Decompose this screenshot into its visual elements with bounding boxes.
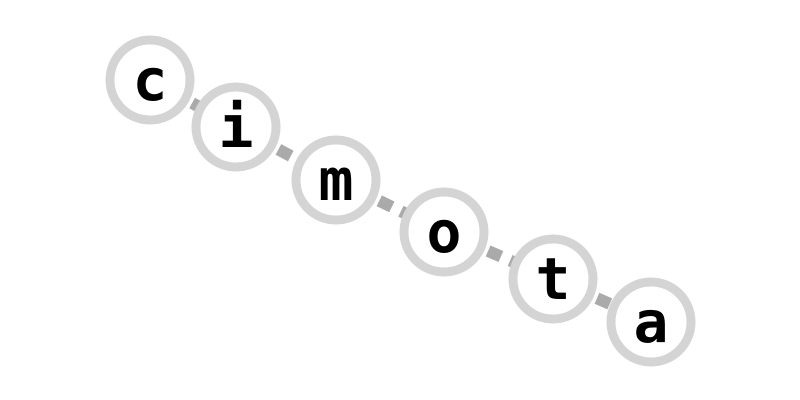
letter-c: c	[133, 46, 168, 114]
letter-node-t: t	[508, 234, 598, 324]
letter-o: o	[427, 198, 462, 266]
letter-a: a	[634, 288, 669, 356]
letter-t: t	[536, 245, 571, 313]
link-t-a	[550, 273, 654, 328]
link-i-m	[233, 121, 339, 186]
letter-node-m: m	[291, 135, 381, 225]
letter-node-o: o	[399, 187, 489, 277]
letter-node-a: a	[606, 277, 696, 367]
letter-i: i	[219, 93, 254, 161]
letter-node-i: i	[191, 82, 281, 172]
letter-m: m	[319, 146, 354, 214]
letter-node-c: c	[105, 35, 195, 125]
